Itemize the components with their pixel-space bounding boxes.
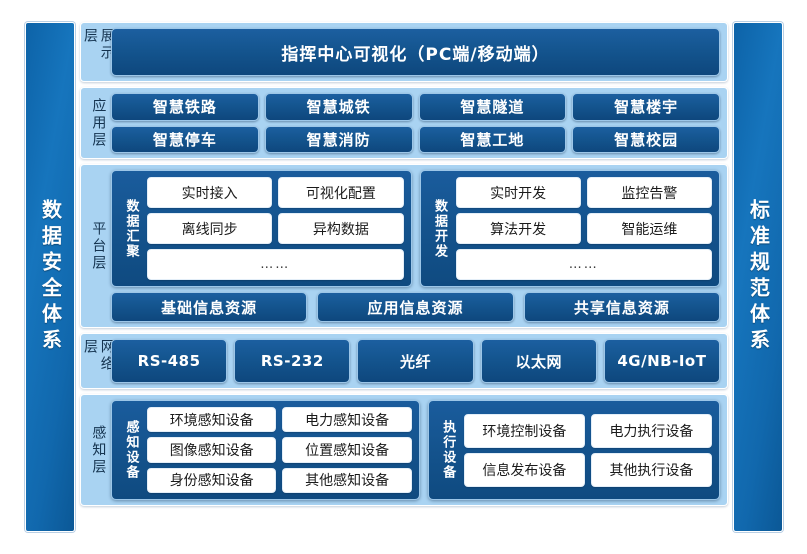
platform-group-left-title: 数据汇聚 <box>123 198 139 259</box>
perception-group-right-grid: 环境控制设备 电力执行设备 信息发布设备 其他执行设备 <box>463 407 712 493</box>
platform-group-left-grid: 实时接入 可视化配置 离线同步 异构数据 …… <box>147 177 404 280</box>
perception-group-left-grid: 环境感知设备 电力感知设备 图像感知设备 位置感知设备 身份感知设备 其他感知设… <box>147 407 412 493</box>
app-item-smart-metro[interactable]: 智慧城铁 <box>264 93 413 121</box>
perception-group-sensing-devices: 感知设备 环境感知设备 电力感知设备 图像感知设备 位置感知设备 <box>111 400 420 500</box>
layer-display: 展示层 指挥中心可视化（PC端/移动端） <box>80 22 728 82</box>
layer-application-body: 智慧铁路 智慧城铁 智慧隧道 智慧楼宇 智慧停车 智慧消防 智慧工地 智慧校园 <box>111 93 720 153</box>
layer-network-label: 网络层 <box>82 339 115 373</box>
platform-item-realtime-development[interactable]: 实时开发 <box>455 177 581 208</box>
layer-platform-body: 数据汇聚 实时接入 可视化配置 离线同步 异构数据 <box>111 170 720 322</box>
sensor-environment[interactable]: 环境感知设备 <box>147 407 277 433</box>
layer-application: 应用层 智慧铁路 智慧城铁 智慧隧道 智慧楼宇 智慧停车 智慧消防 智慧工地 智… <box>80 87 728 159</box>
platform-group-right-title: 数据开发 <box>431 198 447 259</box>
platform-group-right-grid: 实时开发 监控告警 算法开发 智能运维 …… <box>455 177 712 280</box>
actuator-power-execution[interactable]: 电力执行设备 <box>590 413 712 448</box>
platform-groups: 数据汇聚 实时接入 可视化配置 离线同步 异构数据 <box>111 170 720 287</box>
resource-shared-information[interactable]: 共享信息资源 <box>523 292 720 322</box>
layer-network: 网络层 RS-485 RS-232 光纤 以太网 4G/NB-IoT <box>80 333 728 389</box>
app-item-smart-construction-site[interactable]: 智慧工地 <box>418 125 567 153</box>
sensor-identity[interactable]: 身份感知设备 <box>147 467 277 493</box>
platform-item-realtime-ingest[interactable]: 实时接入 <box>147 177 273 208</box>
platform-left-row-1: 实时接入 可视化配置 <box>147 177 404 208</box>
platform-group-data-development: 数据开发 实时开发 监控告警 算法开发 智能运维 <box>419 170 720 287</box>
network-items-row: RS-485 RS-232 光纤 以太网 4G/NB-IoT <box>111 339 721 383</box>
layer-perception-label-wrap: 感知层 <box>85 400 111 500</box>
platform-right-row-2: 算法开发 智能运维 <box>455 213 712 244</box>
platform-group-right-title-wrap: 数据开发 <box>428 177 450 280</box>
layer-display-body: 指挥中心可视化（PC端/移动端） <box>111 28 720 76</box>
layer-application-label: 应用层 <box>90 97 107 149</box>
actuator-other[interactable]: 其他执行设备 <box>590 452 712 487</box>
right-pillar-standards: 标准规范体系 <box>733 22 783 532</box>
perception-groups: 感知设备 环境感知设备 电力感知设备 图像感知设备 位置感知设备 <box>111 400 720 500</box>
layer-network-body: RS-485 RS-232 光纤 以太网 4G/NB-IoT <box>111 339 721 383</box>
display-banner[interactable]: 指挥中心可视化（PC端/移动端） <box>111 28 720 76</box>
network-item-rs232[interactable]: RS-232 <box>234 339 351 383</box>
platform-item-algorithm-development[interactable]: 算法开发 <box>455 213 581 244</box>
sensor-image[interactable]: 图像感知设备 <box>147 437 277 463</box>
platform-item-offline-sync[interactable]: 离线同步 <box>147 213 273 244</box>
sensor-power[interactable]: 电力感知设备 <box>282 407 412 433</box>
sensor-location[interactable]: 位置感知设备 <box>282 437 412 463</box>
left-pillar-data-security: 数据安全体系 <box>25 22 75 532</box>
layer-perception: 感知层 感知设备 环境感知设备 电力感知设备 <box>80 394 728 506</box>
layer-platform-label: 平台层 <box>90 220 107 272</box>
platform-left-row-2: 离线同步 异构数据 <box>147 213 404 244</box>
perception-left-row-2: 图像感知设备 位置感知设备 <box>147 437 412 463</box>
network-item-ethernet[interactable]: 以太网 <box>480 339 597 383</box>
platform-right-row-1: 实时开发 监控告警 <box>455 177 712 208</box>
app-item-smart-building[interactable]: 智慧楼宇 <box>572 93 720 121</box>
app-item-smart-firefighting[interactable]: 智慧消防 <box>264 125 413 153</box>
perception-group-left-title-wrap: 感知设备 <box>119 407 141 493</box>
left-pillar-label: 数据安全体系 <box>38 199 63 355</box>
right-pillar-label: 标准规范体系 <box>746 199 771 355</box>
platform-item-right-ellipsis: …… <box>455 249 712 280</box>
application-row-1: 智慧铁路 智慧城铁 智慧隧道 智慧楼宇 <box>111 93 720 121</box>
perception-left-row-1: 环境感知设备 电力感知设备 <box>147 407 412 433</box>
platform-group-data-aggregation: 数据汇聚 实时接入 可视化配置 离线同步 异构数据 <box>111 170 412 287</box>
actuator-environment-control[interactable]: 环境控制设备 <box>463 413 585 448</box>
layer-perception-body: 感知设备 环境感知设备 电力感知设备 图像感知设备 位置感知设备 <box>111 400 720 500</box>
layer-display-label-wrap: 展示层 <box>82 28 115 76</box>
perception-right-row-1: 环境控制设备 电力执行设备 <box>463 413 712 448</box>
perception-group-actuator-devices: 执行设备 环境控制设备 电力执行设备 信息发布设备 其他执行设备 <box>427 400 720 500</box>
app-item-smart-railway[interactable]: 智慧铁路 <box>111 93 259 121</box>
layer-stack: 展示层 指挥中心可视化（PC端/移动端） 应用层 智慧铁路 智慧城铁 智慧隧道 … <box>80 22 728 532</box>
network-item-rs485[interactable]: RS-485 <box>111 339 228 383</box>
sensor-other[interactable]: 其他感知设备 <box>282 467 412 493</box>
perception-group-right-title-wrap: 执行设备 <box>436 407 458 493</box>
perception-group-right-title: 执行设备 <box>440 420 456 480</box>
resource-application-information[interactable]: 应用信息资源 <box>317 292 514 322</box>
platform-item-heterogeneous-data[interactable]: 异构数据 <box>278 213 404 244</box>
layer-platform-label-wrap: 平台层 <box>85 170 111 322</box>
app-item-smart-tunnel[interactable]: 智慧隧道 <box>418 93 567 121</box>
layer-platform: 平台层 数据汇聚 实时接入 可视化配置 <box>80 164 728 328</box>
app-item-smart-parking[interactable]: 智慧停车 <box>111 125 259 153</box>
perception-right-row-2: 信息发布设备 其他执行设备 <box>463 452 712 487</box>
application-row-2: 智慧停车 智慧消防 智慧工地 智慧校园 <box>111 125 720 153</box>
platform-left-row-3: …… <box>147 249 404 280</box>
network-item-fiber[interactable]: 光纤 <box>357 339 474 383</box>
platform-item-monitoring-alarm[interactable]: 监控告警 <box>586 177 712 208</box>
layer-network-label-wrap: 网络层 <box>82 339 115 383</box>
layer-perception-label: 感知层 <box>90 424 107 476</box>
platform-right-row-3: …… <box>455 249 712 280</box>
layer-application-label-wrap: 应用层 <box>85 93 111 153</box>
app-item-smart-campus[interactable]: 智慧校园 <box>572 125 720 153</box>
perception-group-left-title: 感知设备 <box>123 420 139 480</box>
network-item-4g-nbiot[interactable]: 4G/NB-IoT <box>603 339 721 383</box>
perception-left-row-3: 身份感知设备 其他感知设备 <box>147 467 412 493</box>
resource-basic-information[interactable]: 基础信息资源 <box>111 292 308 322</box>
platform-item-visual-config[interactable]: 可视化配置 <box>278 177 404 208</box>
platform-item-left-ellipsis: …… <box>147 249 404 280</box>
layer-display-label: 展示层 <box>82 28 115 62</box>
platform-group-left-title-wrap: 数据汇聚 <box>119 177 141 280</box>
actuator-information-release[interactable]: 信息发布设备 <box>463 452 585 487</box>
platform-resources-row: 基础信息资源 应用信息资源 共享信息资源 <box>111 292 720 322</box>
platform-item-intelligent-operations[interactable]: 智能运维 <box>586 213 712 244</box>
